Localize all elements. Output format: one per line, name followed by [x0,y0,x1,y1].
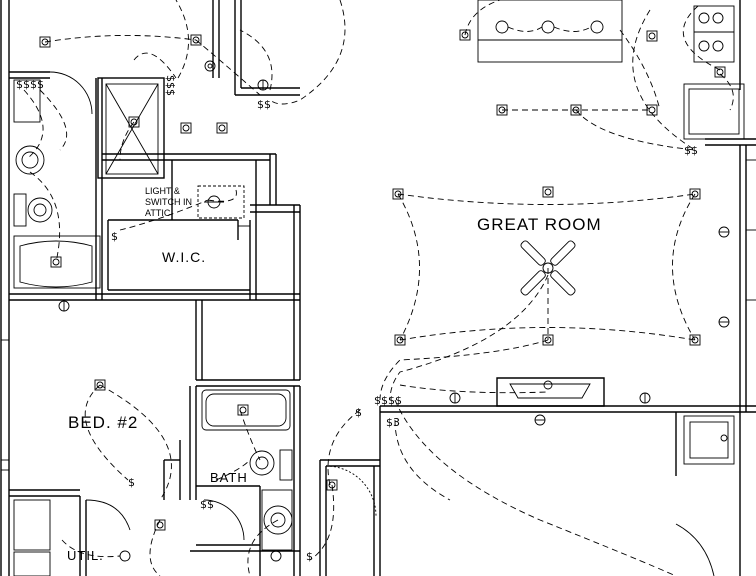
switch-symbol: $ [128,476,135,489]
switch-symbol: $$$$ [16,78,44,91]
ceiling-light [237,404,249,416]
switch-symbols: $$$ $$ $$ $$$$ $ $ $$$$ $ $3 $$ $ [16,75,698,563]
ceiling-light [459,29,471,41]
wall-outlets [58,79,730,562]
switch-symbol: $$ [684,144,698,157]
ceiling-light [94,379,106,391]
door-swings [49,71,377,541]
ceiling-light [646,30,658,42]
switch-symbol: $3 [386,416,400,429]
attic-note: LIGHT & SWITCH IN ATTIC [145,186,192,218]
ceiling-light [714,66,726,78]
ceiling-light [689,188,701,200]
ceiling-light [204,60,216,72]
attic-light [197,185,245,219]
ceiling-light [542,186,554,198]
bath-fixtures [13,79,293,551]
room-label-great-room: GREAT ROOM [477,215,602,234]
room-label-wic: W.I.C. [162,249,206,265]
ceiling-lights [39,29,726,531]
ceiling-light [689,334,701,346]
ceiling-light [326,479,338,491]
ceiling-light [570,104,582,116]
ceiling-light [496,104,508,116]
switch-symbol: $$ [257,98,271,111]
switch-symbol: $$$ [164,75,177,96]
room-label-bed2: BED. #2 [68,413,138,432]
pendant-lights [495,20,604,34]
ceiling-light [646,104,658,116]
attic-note-line1: LIGHT & [145,186,180,196]
room-label-util: UTIL. [67,548,104,563]
attic-note-line3: ATTIC [145,208,171,218]
ceiling-light [39,36,51,48]
ceiling-fan-icon [520,240,576,296]
ceiling-light [542,334,554,346]
ceiling-light [154,519,166,531]
switch-symbol: $ [306,550,313,563]
ceiling-light [392,188,404,200]
ceiling-light [190,34,202,46]
ceiling-light [50,256,62,268]
attic-note-line2: SWITCH IN [145,197,192,207]
switch-symbol: $$ [200,498,214,511]
switch-symbol: $$$$ [374,394,402,407]
room-label-bath: BATH [210,470,248,485]
ceiling-light [180,122,192,134]
ceiling-light [128,116,140,128]
switch-symbol: $ [111,230,118,243]
wiring [23,0,734,576]
ceiling-light [394,334,406,346]
room-labels: GREAT ROOM BED. #2 W.I.C. BATH UTIL. [67,215,602,563]
ceiling-light [216,122,228,134]
switch-symbol: $ [355,406,362,419]
